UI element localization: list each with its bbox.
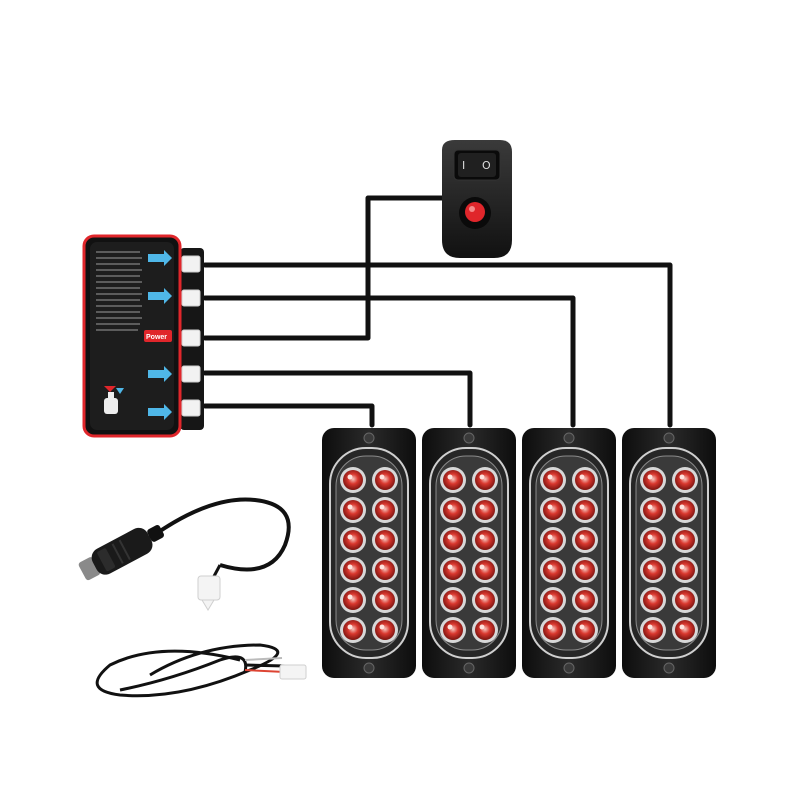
connector-plug-1 [181, 255, 201, 273]
arrow-port-4-icon [148, 366, 172, 382]
switch-red-button [465, 202, 485, 222]
led-bulb [672, 467, 698, 493]
port-arrows [148, 250, 172, 420]
led-bulb [472, 497, 498, 523]
led-bulb [640, 557, 666, 583]
switch-on-glyph: O [482, 159, 491, 172]
connector-plug-2 [181, 289, 201, 307]
led-bulb [372, 527, 398, 553]
led-bulb [440, 527, 466, 553]
led-bulb [640, 467, 666, 493]
led-bulb [472, 557, 498, 583]
connector-plug-3 [181, 329, 201, 347]
wire-bar-2 [202, 370, 473, 428]
led-bulb [340, 497, 366, 523]
led-bulb [640, 617, 666, 643]
lighter-plug-icon [78, 524, 165, 581]
connector-plugs [181, 255, 201, 417]
led-bulb [340, 527, 366, 553]
led-bulb [440, 467, 466, 493]
connector-plug-4 [181, 365, 201, 383]
led-bulb [572, 617, 598, 643]
spare-cable-connector [279, 664, 307, 680]
lighter-cable-connector [197, 575, 221, 611]
wire-switch [202, 195, 448, 341]
led-light-bar-4 [622, 428, 716, 678]
led-bulb [572, 527, 598, 553]
led-bulb [672, 617, 698, 643]
led-bulb [672, 527, 698, 553]
wiring-harness [202, 195, 673, 428]
led-bulb [372, 557, 398, 583]
led-bulb [340, 617, 366, 643]
led-bulb [340, 467, 366, 493]
lighter-cable-wire [148, 497, 291, 572]
led-light-bar-2 [422, 428, 516, 678]
led-bulb [372, 617, 398, 643]
led-bulb [340, 587, 366, 613]
connector-plug-5 [181, 399, 201, 417]
arrow-port-1-icon [148, 250, 172, 266]
led-bulb [440, 617, 466, 643]
led-bulb [472, 527, 498, 553]
led-bulb [540, 467, 566, 493]
wire-bar-4 [202, 262, 673, 428]
led-bulb [640, 527, 666, 553]
wire-bar-3 [202, 295, 576, 428]
led-bulb [572, 557, 598, 583]
power-port-label-bg [144, 330, 172, 342]
arrow-port-5-icon [148, 404, 172, 420]
power-port-label: Power [146, 334, 167, 341]
led-bulb [372, 467, 398, 493]
led-bulb [472, 467, 498, 493]
led-bulb [572, 467, 598, 493]
led-bulb [672, 557, 698, 583]
led-bulb [572, 587, 598, 613]
led-bulb [340, 557, 366, 583]
led-bulb [372, 587, 398, 613]
led-bulb [540, 497, 566, 523]
led-bulb [440, 557, 466, 583]
led-bulb [440, 587, 466, 613]
switch-off-glyph: I [462, 159, 465, 172]
led-bulb [540, 527, 566, 553]
plug-hand-icon [104, 386, 124, 414]
led-bulb [440, 497, 466, 523]
led-bulb [472, 587, 498, 613]
spare-power-cable [95, 643, 307, 698]
led-bulb [640, 587, 666, 613]
led-light-bar-1 [322, 428, 416, 678]
instruction-text-lines [96, 251, 142, 331]
led-bulb [540, 557, 566, 583]
led-bulb [640, 497, 666, 523]
led-bulb [372, 497, 398, 523]
arrow-port-2-icon [148, 288, 172, 304]
cigarette-lighter-cable [78, 497, 291, 611]
led-bulb [672, 497, 698, 523]
led-bulb [472, 617, 498, 643]
led-bulb [540, 617, 566, 643]
led-bulb [672, 587, 698, 613]
wire-bar-1 [202, 403, 375, 428]
led-bulb [572, 497, 598, 523]
rocker-switch: I O [442, 140, 512, 258]
led-light-bar-3 [522, 428, 616, 678]
led-bulb [540, 587, 566, 613]
flasher-controller: Power [82, 234, 204, 438]
led-light-bars [322, 428, 716, 678]
